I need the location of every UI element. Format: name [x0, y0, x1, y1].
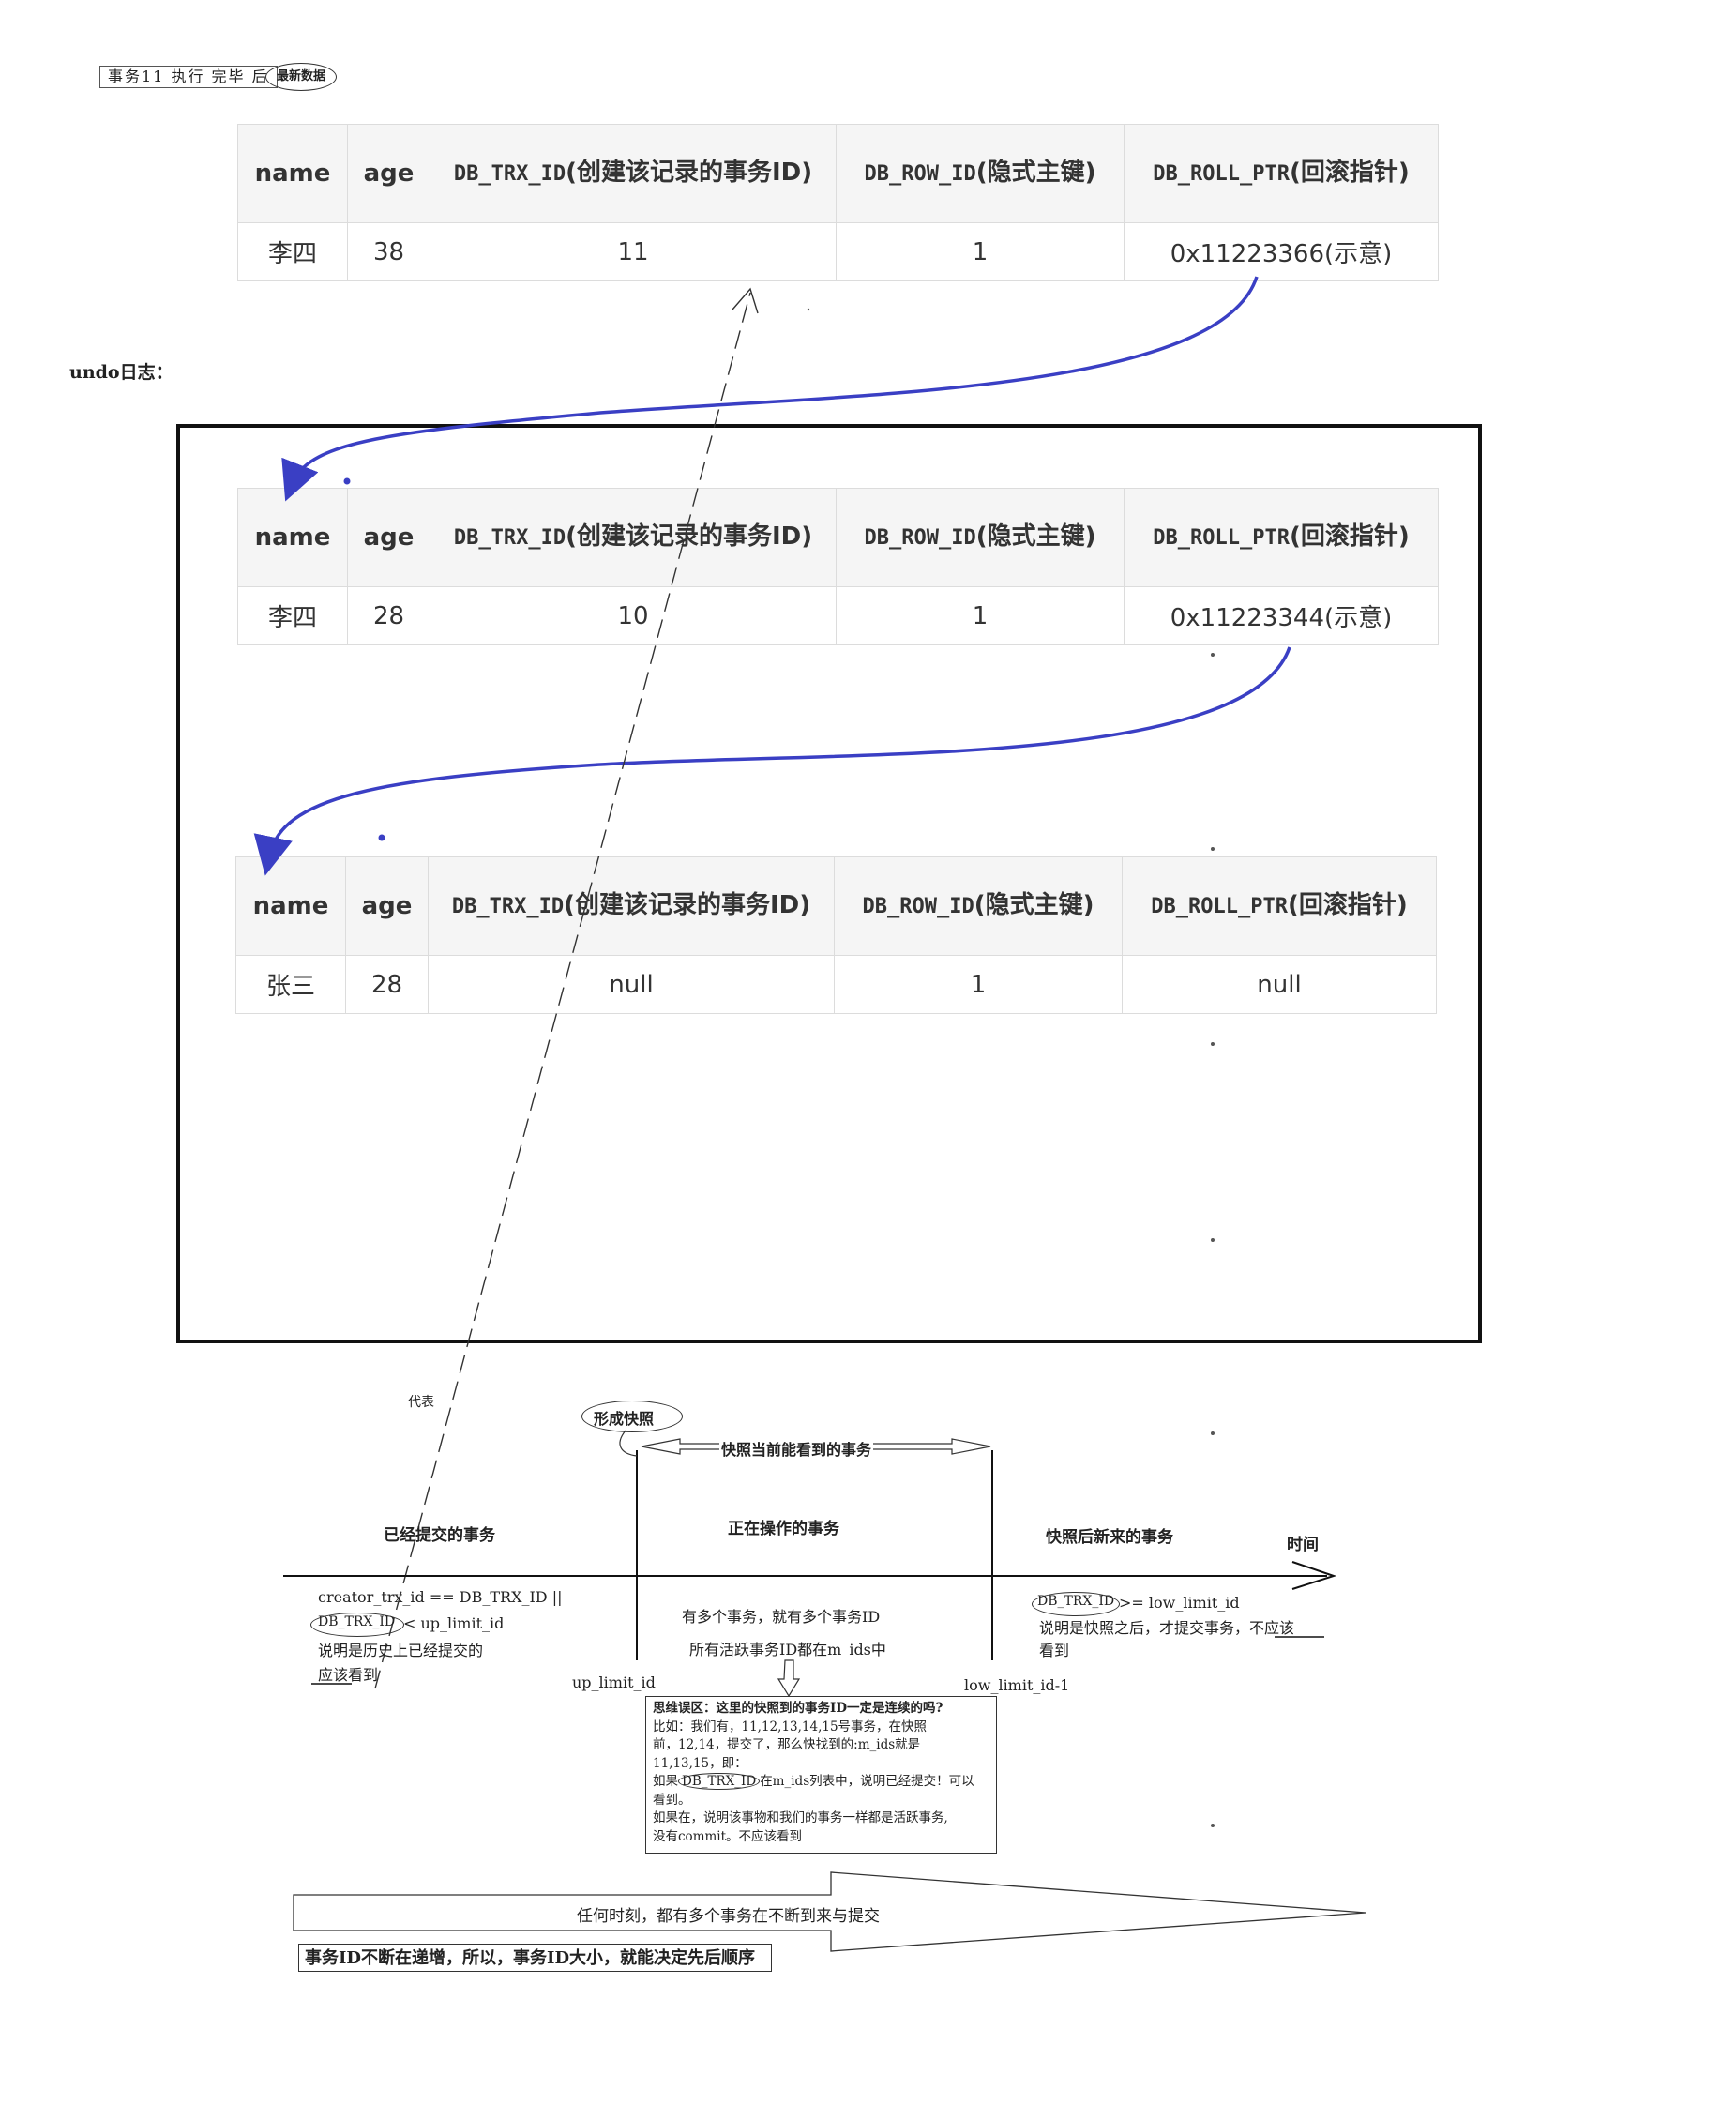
- header-age: age: [347, 124, 430, 223]
- table-header-row: name age DB_TRX_ID(创建该记录的事务ID) DB_ROW_ID…: [237, 488, 1439, 587]
- dot-marker: [343, 477, 351, 485]
- roll-pointer-arrow-1: [281, 276, 1259, 502]
- note-line: 如果在，说明该事物和我们的事务一样都是活跃事务,: [653, 1810, 948, 1825]
- table-row: 李四 28 10 1 0x11223344(示意): [237, 586, 1439, 645]
- left-condition-line4: 应该看到: [318, 1666, 379, 1684]
- roll-pointer-arrow-2: [253, 646, 1291, 876]
- represent-dashed-line: [374, 292, 751, 1689]
- big-arrow-text: 任何时刻，都有多个事务在不断到来与提交: [577, 1907, 880, 1926]
- cell-name: 张三: [235, 955, 346, 1014]
- operating-label: 正在操作的事务: [728, 1520, 839, 1538]
- time-axis-head: [1291, 1561, 1337, 1590]
- header-row-id: DB_ROW_ID(隐式主键): [836, 124, 1125, 223]
- undo-record-table-2: name age DB_TRX_ID(创建该记录的事务ID) DB_ROW_ID…: [235, 856, 1437, 1014]
- right-condition-line3: 看到: [1039, 1642, 1070, 1659]
- cell-name: 李四: [237, 586, 348, 645]
- left-condition-line1: creator_trx_id == DB_TRX_ID ||: [318, 1588, 563, 1606]
- cell-age: 38: [347, 222, 430, 281]
- cell-row-id: 1: [836, 586, 1125, 645]
- cell-roll-ptr: null: [1122, 955, 1437, 1014]
- note-line: 比如：我们有，11,12,13,14,15号事务，在快照: [653, 1719, 928, 1734]
- header-roll-ptr: DB_ROLL_PTR(回滚指针): [1124, 488, 1439, 587]
- note-line: 11,13,15，即：: [653, 1755, 747, 1771]
- note-trx-oval: DB_TRX_ID: [678, 1773, 761, 1790]
- cell-trx-id: 11: [430, 222, 837, 281]
- cell-roll-ptr: 0x11223344(示意): [1124, 586, 1439, 645]
- scatter-dots: [807, 308, 1215, 1827]
- table-header-row: name age DB_TRX_ID(创建该记录的事务ID) DB_ROW_ID…: [237, 124, 1439, 223]
- misconception-note: 思维误区：这里的快照到的事务ID一定是连续的吗? 比如：我们有，11,12,13…: [645, 1696, 997, 1854]
- dashed-line-head: [732, 287, 759, 314]
- form-snapshot-oval: [581, 1401, 683, 1432]
- big-time-arrow: [293, 1871, 1366, 1952]
- undo-log-label: undo日志：: [69, 362, 174, 383]
- header-trx-id: DB_TRX_ID(创建该记录的事务ID): [428, 856, 835, 956]
- new-transactions-label: 快照后新来的事务: [1046, 1528, 1173, 1547]
- right-condition-line2: 说明是快照之后，才提交事务，不应该: [1039, 1619, 1295, 1637]
- left-trx-oval: [310, 1613, 404, 1637]
- header-roll-ptr: DB_ROLL_PTR(回滚指针): [1122, 856, 1437, 956]
- undo-record-table-1: name age DB_TRX_ID(创建该记录的事务ID) DB_ROW_ID…: [237, 488, 1439, 645]
- left-trx-text: DB_TRX_ID: [318, 1614, 396, 1629]
- header-age: age: [347, 488, 430, 587]
- represent-label: 代表: [408, 1395, 434, 1410]
- form-snapshot-label: 形成快照: [594, 1410, 655, 1428]
- cell-age: 28: [347, 586, 430, 645]
- header-name: name: [237, 124, 348, 223]
- snapshot-pointer: [619, 1430, 638, 1457]
- header-trx-id: DB_TRX_ID(创建该记录的事务ID): [430, 488, 837, 587]
- note-line: 看到。: [653, 1792, 691, 1808]
- cell-roll-ptr: 0x11223366(示意): [1124, 222, 1439, 281]
- note-line: 没有commit。不应该看到: [653, 1828, 803, 1844]
- left-condition-line2: < up_limit_id: [403, 1614, 505, 1632]
- right-condition-line1: >= low_limit_id: [1119, 1594, 1240, 1612]
- undo-log-frame: [176, 424, 1482, 1343]
- header-age: age: [345, 856, 429, 956]
- table-row: 李四 38 11 1 0x11223366(示意): [237, 222, 1439, 281]
- cell-row-id: 1: [834, 955, 1123, 1014]
- left-condition-line3: 说明是历史上已经提交的: [318, 1642, 484, 1659]
- committed-label: 已经提交的事务: [384, 1526, 495, 1545]
- table-header-row: name age DB_TRX_ID(创建该记录的事务ID) DB_ROW_ID…: [235, 856, 1437, 956]
- note-line: 思维误区：这里的快照到的事务ID一定是连续的吗?: [653, 1701, 943, 1716]
- note-down-arrow: [777, 1659, 801, 1698]
- middle-line1: 有多个事务，就有多个事务ID: [682, 1608, 881, 1626]
- snapshot-visible-label: 快照当前能看到的事务: [719, 1437, 874, 1460]
- note-line: 前，12,14，提交了，那么快找到的:m_ids就是: [653, 1737, 921, 1752]
- right-trx-text: DB_TRX_ID: [1037, 1594, 1115, 1609]
- low-limit-label: low_limit_id-1: [964, 1676, 1070, 1694]
- time-label: 时间: [1287, 1536, 1319, 1554]
- cell-row-id: 1: [836, 222, 1125, 281]
- cell-trx-id: 10: [430, 586, 837, 645]
- header-trx-id: DB_TRX_ID(创建该记录的事务ID): [430, 124, 837, 223]
- latest-data-oval: 最新数据: [265, 63, 337, 91]
- header-row-id: DB_ROW_ID(隐式主键): [834, 856, 1123, 956]
- bottom-note: 事务ID不断在递增，所以，事务ID大小，就能决定先后顺序: [298, 1944, 772, 1972]
- cell-trx-id: null: [428, 955, 835, 1014]
- dot-marker: [378, 834, 385, 841]
- cell-age: 28: [345, 955, 429, 1014]
- table-row: 张三 28 null 1 null: [235, 955, 1437, 1014]
- latest-record-table: name age DB_TRX_ID(创建该记录的事务ID) DB_ROW_ID…: [237, 124, 1439, 281]
- up-limit-label: up_limit_id: [572, 1673, 656, 1691]
- cell-name: 李四: [237, 222, 348, 281]
- header-row-id: DB_ROW_ID(隐式主键): [836, 488, 1125, 587]
- header-roll-ptr: DB_ROLL_PTR(回滚指针): [1124, 124, 1439, 223]
- middle-line2: 所有活跃事务ID都在m_ids中: [689, 1641, 886, 1658]
- right-trx-oval: [1032, 1592, 1120, 1616]
